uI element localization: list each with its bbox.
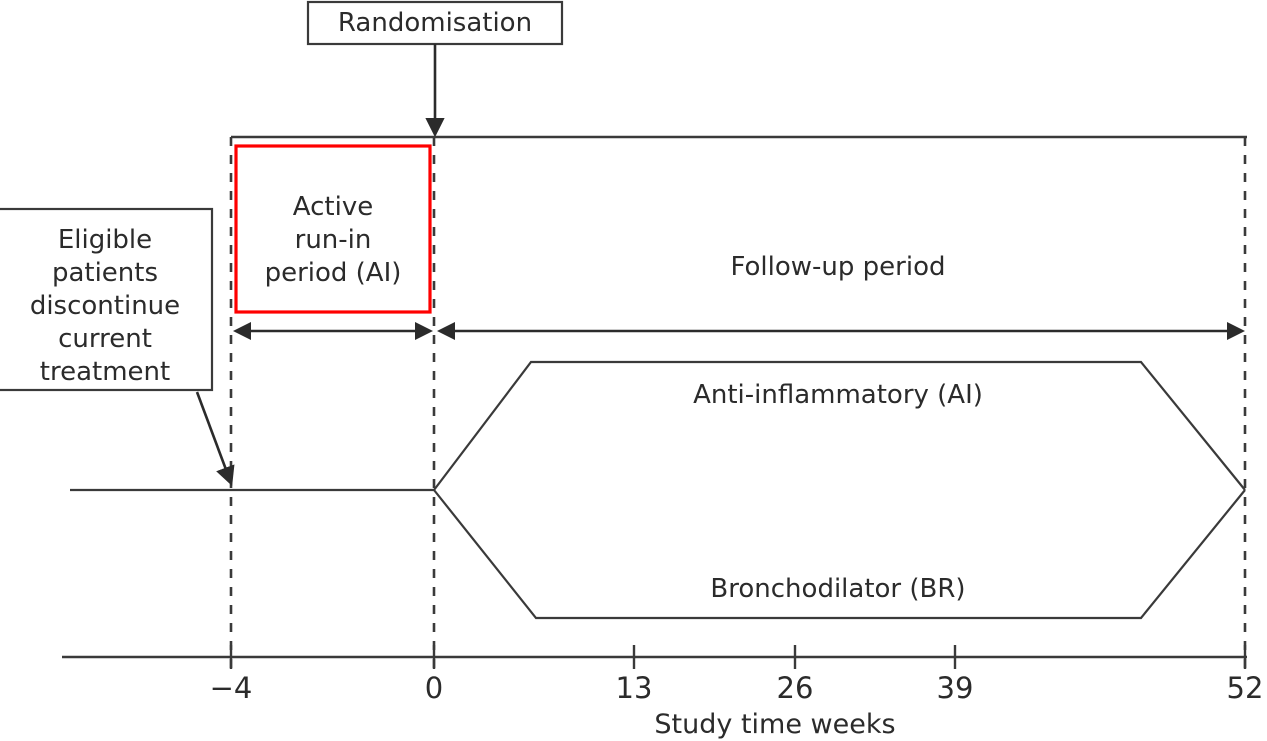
anti-inflammatory-arm-label: Anti-inflammatory (AI) (693, 380, 983, 410)
randomisation-box (306, 0, 564, 46)
anti-inflammatory-arm-shape (433, 360, 1246, 491)
eligible-patients-leader-arrow (195, 391, 235, 487)
tick-label-39: 39 (937, 671, 974, 705)
eligible-box-line-1: Eligible (58, 225, 152, 255)
randomisation-label: Randomisation (338, 8, 532, 38)
axis-title: Study time weeks (654, 709, 895, 740)
tick-label-0: 0 (425, 671, 443, 705)
eligible-box-line-5: treatment (40, 357, 170, 387)
eligible-box-line-2: patients (52, 258, 158, 288)
eligible-box-line-3: discontinue (30, 291, 180, 321)
follow-up-period-label: Follow-up period (730, 252, 945, 282)
active-run-in-box (234, 144, 432, 314)
run-in-label-line-1: Active (293, 192, 373, 222)
tick-label-neg4: −4 (210, 671, 253, 705)
eligible-box-line-4: current (58, 324, 152, 354)
bronchodilator-arm-label: Bronchodilator (BR) (710, 574, 965, 604)
tick-label-26: 26 (777, 671, 814, 705)
bronchodilator-arm-shape (433, 489, 1246, 620)
tick-label-52: 52 (1227, 671, 1264, 705)
eligible-patients-box (0, 207, 214, 392)
tick-label-13: 13 (616, 671, 653, 705)
run-in-label-line-3: period (AI) (265, 258, 402, 288)
run-in-label-line-2: run-in (295, 225, 372, 255)
